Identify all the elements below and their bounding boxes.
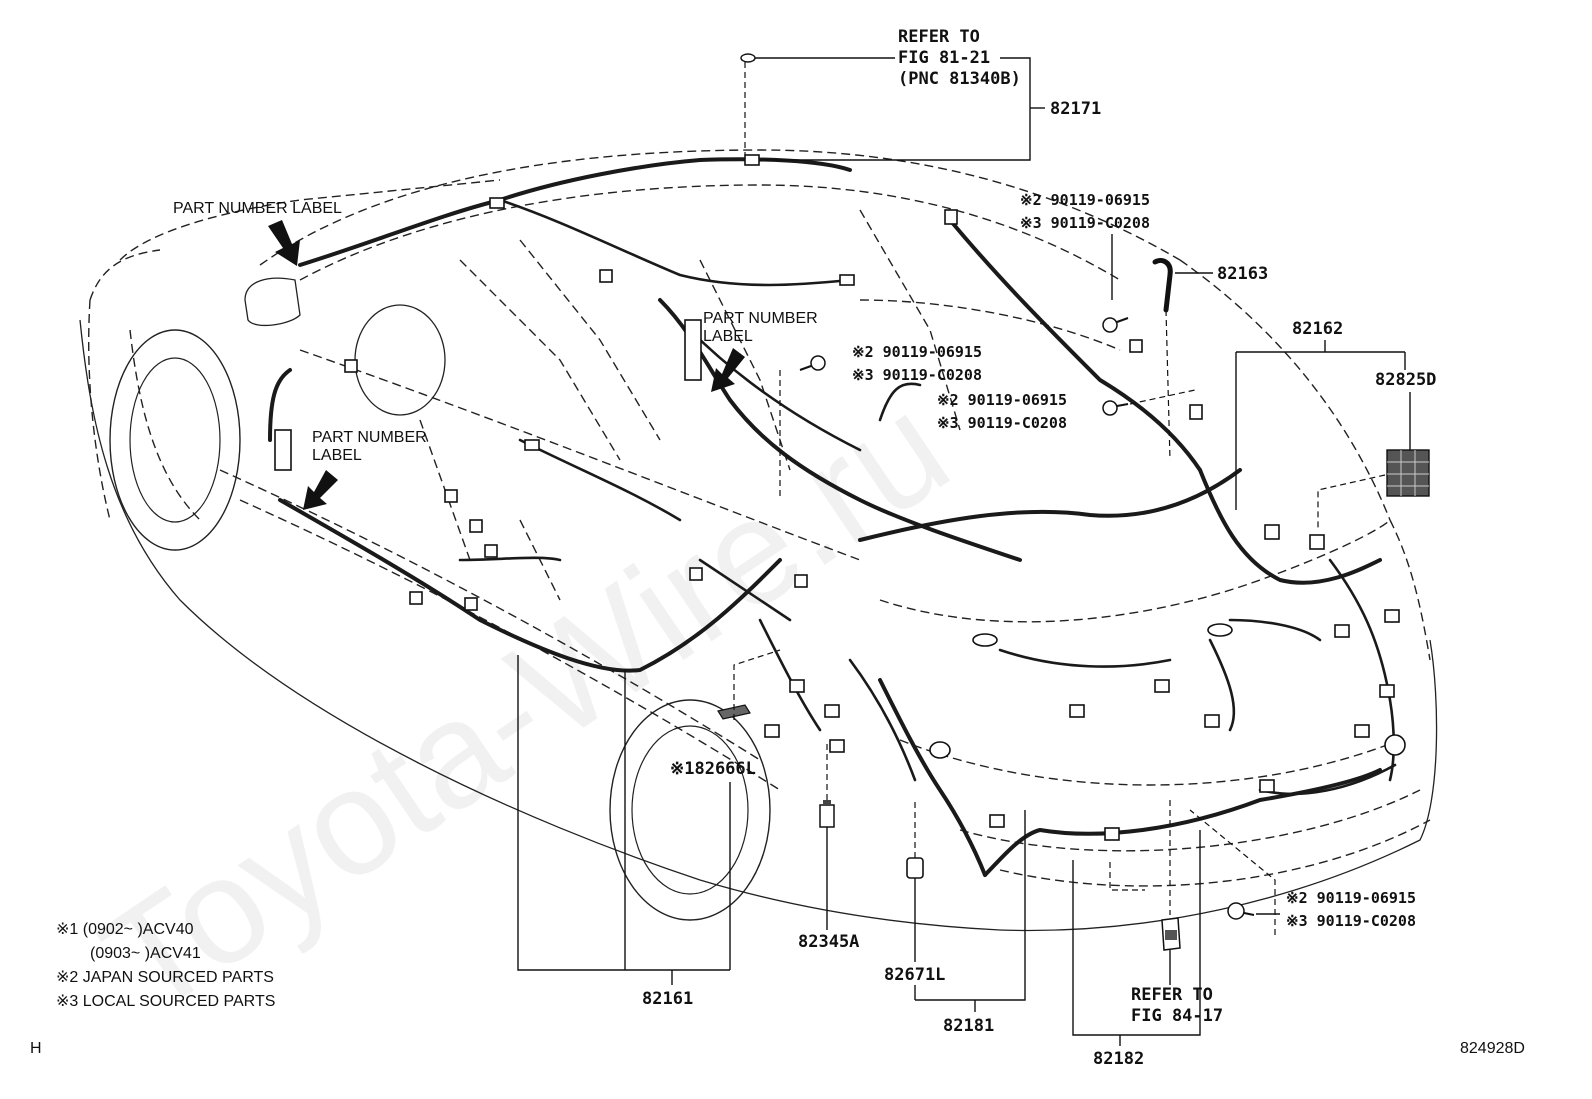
cable-82163-icon — [1152, 258, 1173, 313]
callout-82161: 82161 — [517, 655, 730, 1009]
figure-id: 824928D — [1460, 1040, 1525, 1057]
part-number-label-text-3b: LABEL — [312, 447, 362, 464]
arrow-icon — [711, 348, 745, 392]
part-82171-label: 82171 — [1050, 99, 1101, 119]
part-number-label-callout-3: PART NUMBER LABEL — [303, 429, 427, 510]
harness-rear-82162 — [858, 218, 1396, 782]
relay-block-82825D-icon — [1386, 449, 1430, 497]
callout-82181: 82181 — [914, 810, 1026, 1036]
harness-bumper-82181-82182 — [848, 658, 1397, 877]
note-1-line2: (0903~ )ACV41 — [90, 945, 201, 962]
bolt-c-line2: ※3 90119-C0208 — [937, 414, 1067, 432]
part-82181-label: 82181 — [943, 1016, 994, 1036]
part-number-label-callout-2: PART NUMBER LABEL — [703, 310, 818, 392]
part-82345A-label: 82345A — [798, 932, 859, 952]
bolt-c-line1: ※2 90119-06915 — [937, 391, 1067, 409]
bolt-a-line1: ※2 90119-06915 — [1020, 191, 1150, 209]
arrow-icon — [268, 220, 300, 266]
bolt-icon — [799, 355, 826, 371]
bolt-icon — [1102, 400, 1129, 416]
part-82161-label: 82161 — [642, 989, 693, 1009]
callout-82182: 82182 — [1072, 830, 1201, 1069]
clip-82666L-icon — [717, 704, 751, 720]
bolt-b-line1: ※2 90119-06915 — [852, 343, 982, 361]
note-3: ※3 LOCAL SOURCED PARTS — [56, 993, 275, 1010]
part-82182-label: 82182 — [1093, 1049, 1144, 1069]
front-wheel — [109, 329, 241, 551]
refer-to-bottom-line2: FIG 84-17 — [1131, 1006, 1223, 1026]
part-82666L-label: ※182666L — [670, 759, 756, 779]
arrow-icon — [303, 470, 338, 510]
harness-roof — [298, 157, 852, 287]
bolt-callout-d: ※2 90119-06915 ※3 90119-C0208 — [1189, 809, 1416, 935]
refer-to-top-line1: REFER TO — [898, 27, 980, 47]
note-1-line1: ※1 (0902~ )ACV40 — [56, 921, 194, 938]
bolt-b-line2: ※3 90119-C0208 — [852, 366, 982, 384]
corner-code-left: H — [30, 1040, 42, 1057]
part-number-label-text-2a: PART NUMBER — [703, 310, 818, 327]
bolt-d-line2: ※3 90119-C0208 — [1286, 912, 1416, 930]
part-82163-label: 82163 — [1217, 264, 1268, 284]
part-number-label-text-1: PART NUMBER LABEL — [173, 200, 342, 217]
callout-82671L: 82671L — [884, 800, 945, 985]
callout-82162: 82162 82825D — [1235, 319, 1436, 530]
callout-82666L: ※182666L — [670, 649, 781, 970]
part-number-label-callout-1: PART NUMBER LABEL — [173, 200, 342, 266]
part-82825D-label: 82825D — [1375, 370, 1436, 390]
callout-82163: 82163 — [1152, 258, 1268, 461]
refer-to-bottom-line1: REFER TO — [1131, 985, 1213, 1005]
bolt-callout-b: ※2 90119-06915 ※3 90119-C0208 — [779, 343, 982, 500]
side-mirror — [244, 277, 301, 327]
connectors — [274, 154, 1406, 841]
callout-82171: REFER TO FIG 81-21 (PNC 81340B) 82171 — [740, 27, 1101, 161]
note-2: ※2 JAPAN SOURCED PARTS — [56, 969, 274, 986]
footnotes: ※1 (0902~ )ACV40 (0903~ )ACV41 ※2 JAPAN … — [56, 921, 275, 1010]
bolt-d-line1: ※2 90119-06915 — [1286, 889, 1416, 907]
refer-to-top-line3: (PNC 81340B) — [898, 69, 1021, 89]
callout-82345A: 82345A — [798, 740, 859, 952]
bolt-icon — [1102, 317, 1129, 333]
part-82162-label: 82162 — [1292, 319, 1343, 339]
refer-to-top-line2: FIG 81-21 — [898, 48, 990, 68]
bolt-a-line2: ※3 90119-C0208 — [1020, 214, 1150, 232]
grommet-82671L-icon — [906, 857, 924, 879]
part-82671L-label: 82671L — [884, 965, 945, 985]
connector-82345A-icon — [819, 804, 835, 828]
part-number-label-text-3a: PART NUMBER — [312, 429, 427, 446]
callout-refer-bottom: REFER TO FIG 84-17 — [1131, 800, 1223, 1026]
bolt-icon — [1227, 902, 1255, 920]
harness-floor-82161 — [268, 368, 822, 732]
steering-wheel — [354, 304, 446, 416]
rear-wheel — [609, 699, 771, 921]
bolt-callout-c: ※2 90119-06915 ※3 90119-C0208 — [937, 389, 1196, 432]
part-number-label-text-2b: LABEL — [703, 328, 753, 345]
bolt-callout-a: ※2 90119-06915 ※3 90119-C0208 — [1020, 191, 1150, 333]
car-body-outline — [79, 149, 1438, 932]
